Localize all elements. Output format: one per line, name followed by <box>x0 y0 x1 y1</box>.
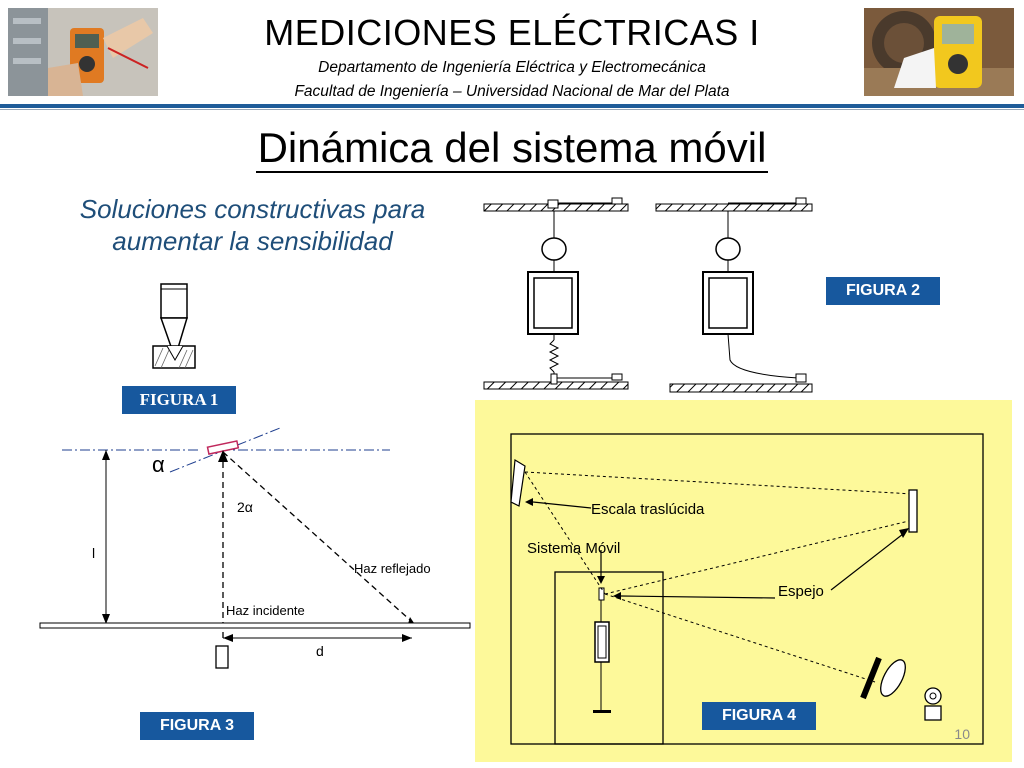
slide-title: Dinámica del sistema móvil <box>0 124 1024 173</box>
length-label: l <box>92 545 95 561</box>
multimeter-photo-right <box>864 8 1014 96</box>
mirror-element <box>206 440 240 455</box>
lens-holder <box>860 656 882 700</box>
pivot-bearing-drawing <box>152 283 196 369</box>
scale-label: Escala traslúcida <box>591 501 705 518</box>
reflected-beam-label: Haz reflejado <box>354 561 431 576</box>
suspension-drawings <box>483 197 813 393</box>
alpha-label: α <box>152 452 165 477</box>
moving-system-box <box>554 571 664 745</box>
course-title: MEDICIONES ELÉCTRICAS I <box>264 12 760 53</box>
incident-beam-label: Haz incidente <box>226 603 305 618</box>
slide-title-text: Dinámica del sistema móvil <box>255 124 769 173</box>
subtitle-line-2: aumentar la sensibilidad <box>112 226 393 256</box>
instrument-enclosure <box>510 433 984 745</box>
two-alpha-label: 2α <box>237 499 253 515</box>
faculty-name: Facultad de Ingeniería – Universidad Nac… <box>294 83 730 100</box>
scale-bar <box>39 622 471 629</box>
header-divider-thin <box>0 109 1024 110</box>
lamp <box>924 687 942 705</box>
mirror-small <box>598 587 605 601</box>
optical-galvanometer-diagram: Escala traslúcida Sistema Móvil Espejo <box>510 433 984 745</box>
light-source <box>215 645 229 669</box>
slide-subtitle: Soluciones constructivas para aumentar l… <box>30 193 475 257</box>
distance-label: d <box>316 643 324 659</box>
mirror-reflection-diagram: α 2α l Haz reflejado Haz incidente d <box>39 427 471 669</box>
page-number: 10 <box>954 726 970 742</box>
figura-4-panel <box>475 400 1012 762</box>
figura-1-label: FIGURA 1 <box>122 386 236 414</box>
translucent-scale <box>510 458 526 507</box>
moving-system-label: Sistema Móvil <box>527 540 620 557</box>
department-name: Departamento de Ingeniería Eléctrica y E… <box>318 59 706 76</box>
fixed-mirror <box>908 489 918 533</box>
mirror-label: Espejo <box>778 583 824 600</box>
multimeter-photo-left <box>8 8 158 96</box>
reflected-beam <box>222 451 411 621</box>
figura-2-label: FIGURA 2 <box>826 277 940 305</box>
lens <box>880 659 906 697</box>
subtitle-line-1: Soluciones constructivas para <box>79 194 426 224</box>
figura-3-label: FIGURA 3 <box>140 712 254 740</box>
header-divider <box>0 104 1024 108</box>
figura-4-label: FIGURA 4 <box>702 702 816 730</box>
